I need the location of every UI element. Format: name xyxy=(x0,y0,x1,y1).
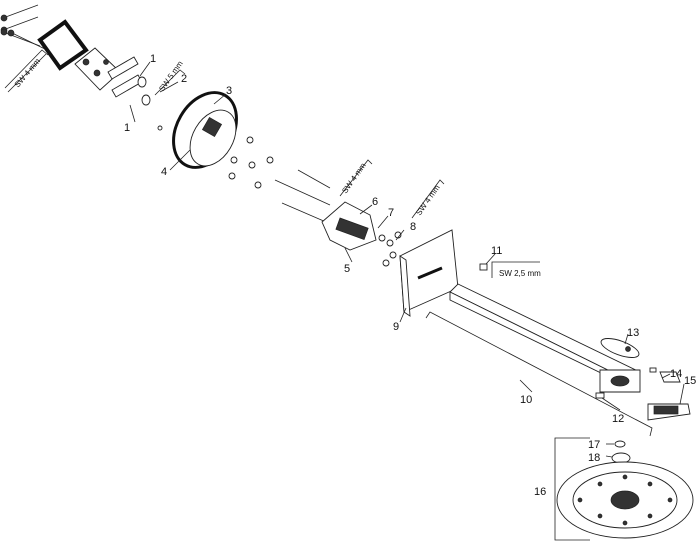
callout-2: 2 xyxy=(181,73,187,85)
callout-17: 17 xyxy=(588,439,600,451)
hex-key-sw25: SW 2,5 mm xyxy=(491,261,541,278)
mounting-plate xyxy=(74,47,121,91)
tool-label-sw4-left: SW 4 mm xyxy=(13,56,43,89)
threaded-rods xyxy=(274,169,331,223)
callout-16: 16 xyxy=(534,486,546,498)
callout-18: 18 xyxy=(588,452,600,464)
connection-fittings xyxy=(107,56,151,106)
callout-11: 11 xyxy=(491,245,502,257)
cover-disc xyxy=(600,338,640,358)
wall-bracket xyxy=(321,201,386,251)
hex-key-sw4-left: SW 4 mm xyxy=(4,49,49,93)
long-screws-top xyxy=(0,4,48,51)
small-screws xyxy=(382,231,402,267)
callout-numbers: 1 2 1 3 4 5 6 7 8 9 10 11 12 13 14 15 16… xyxy=(124,53,696,498)
tool-label-sw25: SW 2,5 mm xyxy=(499,269,541,278)
hex-key-sw4-right: SW 4 mm xyxy=(411,179,445,219)
wall-flange xyxy=(399,229,459,317)
tool-label-sw4-middle: SW 4 mm xyxy=(340,161,368,195)
washers-nuts xyxy=(157,125,274,189)
hex-key-sw4-middle: SW 4 mm xyxy=(339,159,373,197)
callout-13: 13 xyxy=(627,327,639,339)
arm-dimension-line xyxy=(425,311,653,437)
shower-head xyxy=(556,461,694,539)
callout-10: 10 xyxy=(520,394,532,406)
clip-parts xyxy=(595,367,691,421)
callout-12: 12 xyxy=(612,413,624,425)
o-rings xyxy=(611,440,631,464)
callout-3: 3 xyxy=(226,85,232,97)
callout-1a: 1 xyxy=(150,53,156,65)
round-body-housing xyxy=(172,91,238,169)
callout-8: 8 xyxy=(410,221,416,233)
callout-4: 4 xyxy=(161,166,167,178)
tool-label-sw4-right: SW 4 mm xyxy=(414,183,442,217)
callout-1b: 1 xyxy=(124,122,130,134)
leader-lines xyxy=(129,61,685,541)
callout-5: 5 xyxy=(344,263,350,275)
gasket-ring xyxy=(37,19,89,71)
grub-screw xyxy=(479,263,488,271)
callout-6: 6 xyxy=(372,196,378,208)
callout-9: 9 xyxy=(393,321,399,333)
shower-arm xyxy=(449,283,641,393)
callout-7: 7 xyxy=(388,207,394,219)
callout-15: 15 xyxy=(684,375,696,387)
callout-14: 14 xyxy=(670,368,682,380)
